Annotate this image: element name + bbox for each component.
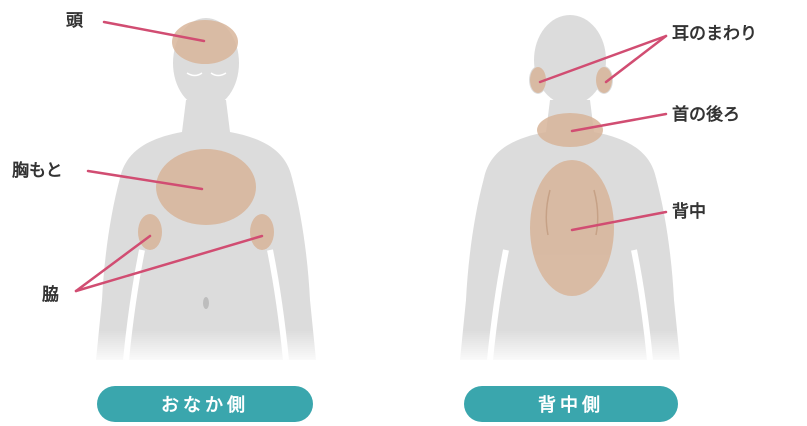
label-chest: 胸もと xyxy=(12,161,63,181)
label-neck: 首の後ろ xyxy=(672,105,740,125)
label-back: 背中 xyxy=(672,202,706,222)
navel xyxy=(203,297,209,309)
label-ears: 耳のまわり xyxy=(672,24,757,44)
label-armpit: 脇 xyxy=(42,285,59,305)
back-head xyxy=(534,15,606,105)
zone-head xyxy=(172,20,238,64)
zone-right-armpit xyxy=(250,214,274,250)
zone-left-armpit xyxy=(138,214,162,250)
zone-chest xyxy=(156,149,256,225)
label-head: 頭 xyxy=(66,11,83,31)
back-side-button[interactable]: 背中側 xyxy=(464,386,678,422)
leader-ear-right xyxy=(606,36,666,82)
zone-neck xyxy=(537,113,603,147)
zone-back xyxy=(530,160,614,296)
front-side-button[interactable]: おなか側 xyxy=(97,386,313,422)
bottom-fade xyxy=(80,330,700,365)
